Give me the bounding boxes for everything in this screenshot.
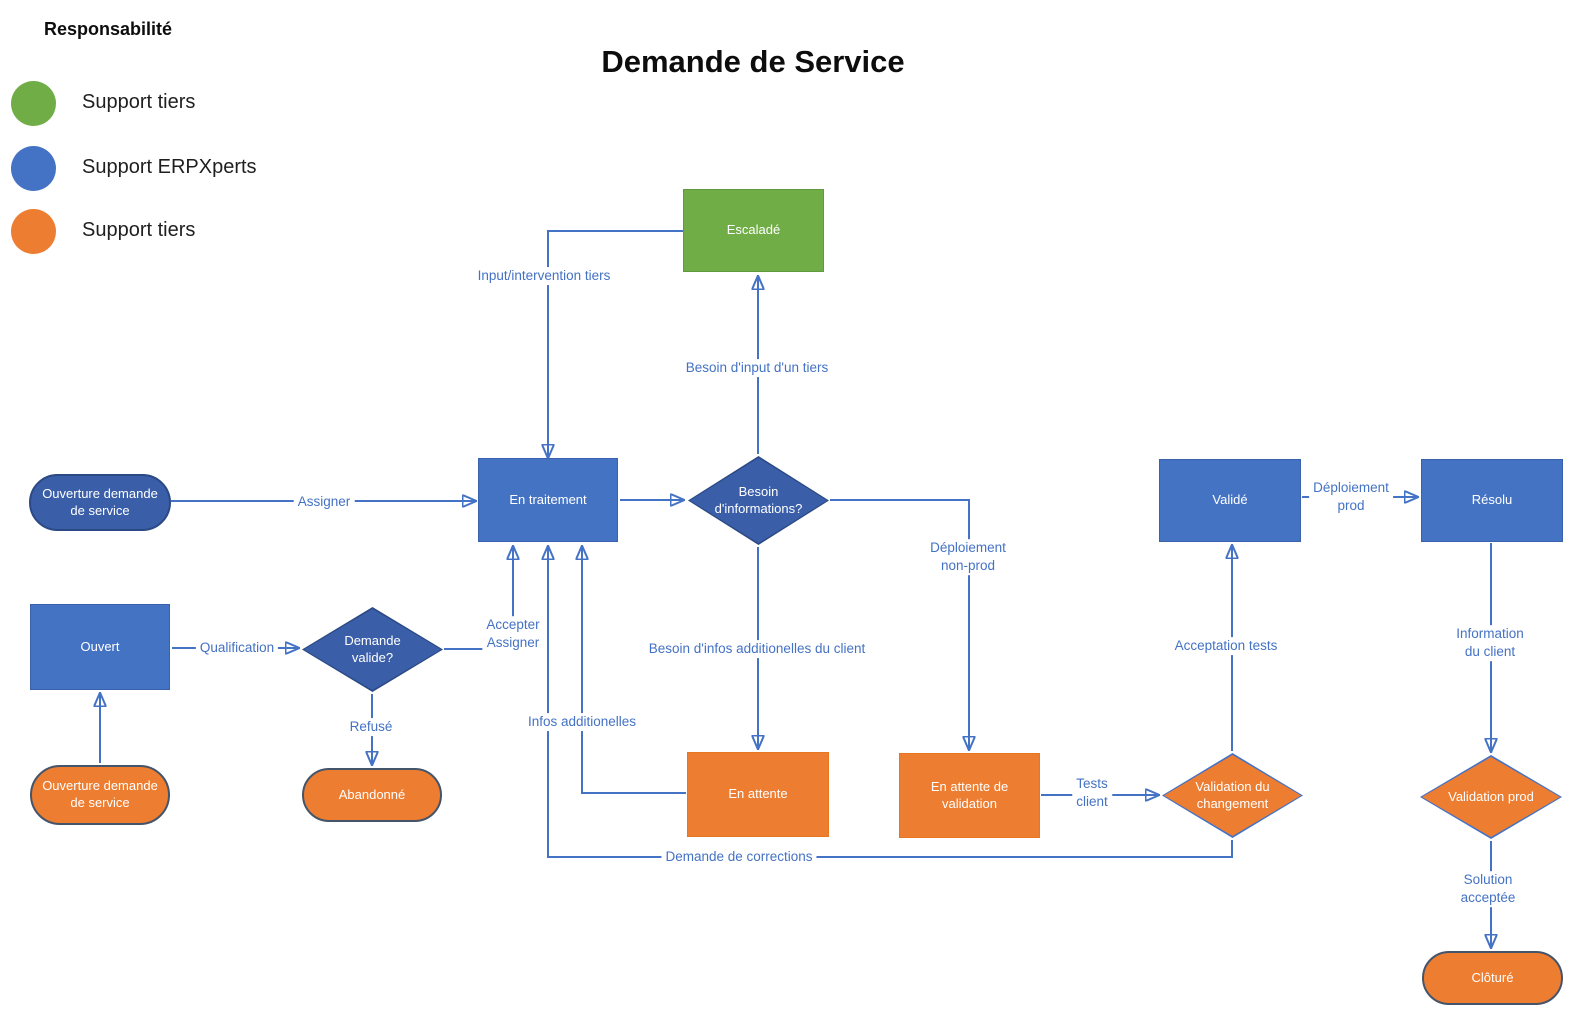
legend-dot-support-tiers-green (11, 81, 56, 126)
node-escalade-label: Escaladé (726, 222, 781, 238)
edge-demande-corrections (548, 546, 1233, 858)
node-en-traitement: En traitement (478, 458, 618, 542)
legend-dot-support-erpxperts (11, 146, 56, 191)
node-validation-changement-label: Validation du changement (1195, 778, 1270, 811)
node-ouverture-demande-service-orange: Ouverture demande de service (30, 765, 170, 825)
node-en-attente: En attente (687, 752, 829, 837)
node-validation-prod-label: Validation prod (1448, 788, 1534, 804)
edge-input-intervention-tiers (548, 230, 683, 458)
node-ouverture-blue-label: Ouverture demande de service (42, 485, 158, 518)
edge-label-input-intervention-tiers: Input/intervention tiers (473, 267, 615, 285)
edge-label-demande-corrections: Demande de corrections (661, 848, 817, 866)
node-valide-label: Validé (1212, 492, 1248, 508)
node-demande-valide: Demande valide? (302, 607, 443, 692)
node-en-traitement-label: En traitement (509, 491, 587, 507)
node-ouvert: Ouvert (30, 604, 170, 690)
legend-label-support-erpxperts: Support ERPXperts (82, 156, 257, 178)
node-validation-prod: Validation prod (1420, 755, 1562, 839)
node-en-attente-label: En attente (728, 786, 788, 802)
edge-label-information-client: Information du client (1445, 625, 1535, 661)
legend-label-support-tiers-green: Support tiers (82, 91, 196, 113)
node-demande-valide-label: Demande valide? (344, 632, 401, 665)
edge-infos-additionelles (582, 546, 686, 794)
node-besoin-informations-label: Besoin d'informations? (714, 483, 803, 516)
node-valide: Validé (1159, 459, 1301, 542)
node-cloture-label: Clôturé (1471, 969, 1514, 985)
edge-deploiement-nonprod (830, 499, 969, 750)
edge-label-tests-client: Tests client (1072, 775, 1112, 811)
edge-label-accepter-assigner: Accepter Assigner (482, 616, 544, 652)
node-resolu: Résolu (1421, 459, 1563, 542)
edge-label-besoin-input-tiers: Besoin d'input d'un tiers (681, 359, 833, 377)
node-ouverture-demande-service-blue: Ouverture demande de service (29, 474, 171, 531)
node-abandonne-label: Abandonné (338, 786, 406, 802)
node-abandonne: Abandonné (302, 768, 442, 822)
legend-dot-support-tiers-orange (11, 209, 56, 254)
edge-label-assigner: Assigner (293, 493, 355, 511)
node-besoin-informations: Besoin d'informations? (688, 456, 829, 545)
legend-heading: Responsabilité (44, 19, 173, 39)
node-ouverture-orange-label: Ouverture demande de service (42, 778, 158, 810)
node-escalade: Escaladé (683, 189, 824, 272)
edge-label-acceptation-tests: Acceptation tests (1170, 637, 1282, 655)
node-resolu-label: Résolu (1471, 492, 1513, 508)
edge-label-deploiement-prod: Déploiement prod (1309, 479, 1393, 515)
edge-label-qualification: Qualification (195, 639, 279, 657)
node-validation-changement: Validation du changement (1162, 753, 1303, 838)
legend-label-support-tiers-orange: Support tiers (82, 219, 196, 241)
node-en-attente-validation-label: En attente de validation (930, 778, 1009, 811)
edge-label-besoin-infos-client: Besoin d'infos additionelles du client (644, 640, 870, 658)
node-ouvert-label: Ouvert (80, 638, 120, 654)
edge-label-solution-acceptee: Solution acceptée (1456, 871, 1520, 907)
node-cloture: Clôturé (1422, 951, 1563, 1005)
node-en-attente-validation: En attente de validation (899, 753, 1040, 838)
edge-label-infos-additionelles: Infos additionelles (523, 713, 641, 731)
edge-label-refuse: Refusé (345, 718, 397, 736)
edge-label-deploiement-nonprod: Déploiement non-prod (926, 539, 1010, 575)
page-title: Demande de Service (601, 44, 905, 79)
